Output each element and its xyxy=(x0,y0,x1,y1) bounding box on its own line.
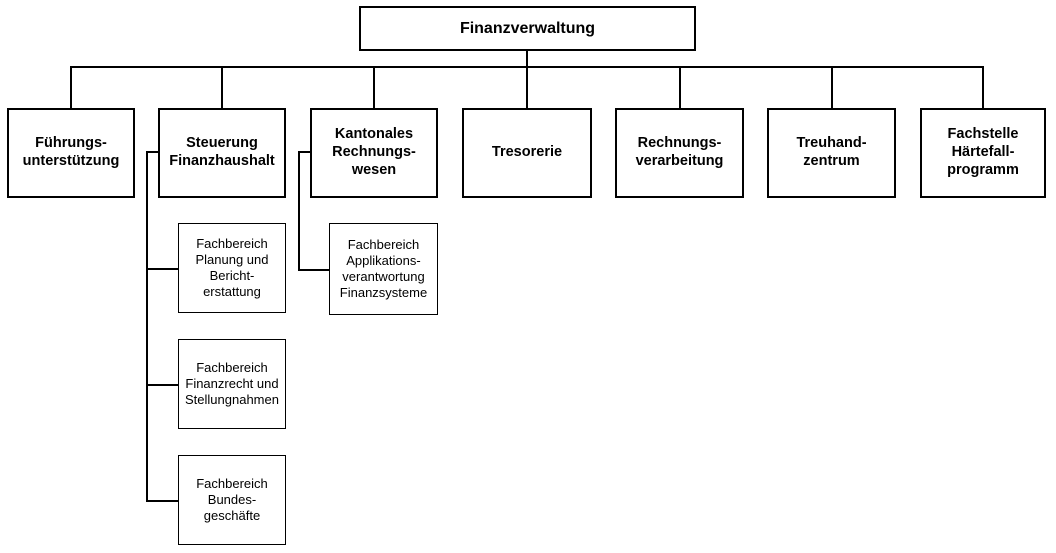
node-label: Führungs- unterstützung xyxy=(22,135,120,169)
node-treuhandzentrum[interactable]: Treuhand- zentrum xyxy=(767,108,896,198)
connector-kantonales-trunk xyxy=(298,151,300,270)
connector-drop-tresorerie xyxy=(526,66,528,109)
node-fb-planung-berichterstattung[interactable]: Fachbereich Planung und Bericht- erstatt… xyxy=(178,223,286,313)
node-rechnungsverarbeitung[interactable]: Rechnungs- verarbeitung xyxy=(615,108,744,198)
node-label: Treuhand- zentrum xyxy=(796,135,867,169)
node-kantonales-rechnungswesen[interactable]: Kantonales Rechnungs- wesen xyxy=(310,108,438,198)
connector-kantonales-to-fb-applikations xyxy=(298,269,330,271)
node-label: Fachbereich Applikations- verantwortung … xyxy=(339,237,428,300)
node-fachstelle-haertefallprogramm[interactable]: Fachstelle Härtefall- programm xyxy=(920,108,1046,198)
connector-root-stem xyxy=(526,51,528,67)
connector-kantonales-stub xyxy=(298,151,311,153)
node-label: Fachbereich Bundes- geschäfte xyxy=(196,476,268,523)
connector-drop-fuehrungsunterstuetzung xyxy=(70,66,72,109)
connector-steuerung-stub xyxy=(146,151,160,153)
connector-steuerung-to-fb-finanzrecht xyxy=(146,384,179,386)
node-fb-finanzrecht-stellungnahmen[interactable]: Fachbereich Finanzrecht und Stellungnahm… xyxy=(178,339,286,429)
connector-drop-steuerung-finanzhaushalt xyxy=(221,66,223,109)
node-fb-bundesgeschaefte[interactable]: Fachbereich Bundes- geschäfte xyxy=(178,455,286,545)
node-tresorerie[interactable]: Tresorerie xyxy=(462,108,592,198)
connector-steuerung-to-fb-bundesgeschaefte xyxy=(146,500,179,502)
node-label: Steuerung Finanzhaushalt xyxy=(169,135,275,169)
node-label: Fachstelle Härtefall- programm xyxy=(947,126,1019,178)
node-label: Finanzverwaltung xyxy=(459,19,596,37)
node-label: Rechnungs- verarbeitung xyxy=(635,135,724,169)
node-fb-applikationsverantwortung-finanzsysteme[interactable]: Fachbereich Applikations- verantwortung … xyxy=(329,223,438,315)
node-label: Fachbereich Planung und Bericht- erstatt… xyxy=(195,236,269,299)
node-steuerung-finanzhaushalt[interactable]: Steuerung Finanzhaushalt xyxy=(158,108,286,198)
connector-drop-treuhandzentrum xyxy=(831,66,833,109)
node-label: Fachbereich Finanzrecht und Stellungnahm… xyxy=(185,360,279,407)
connector-drop-rechnungsverarbeitung xyxy=(679,66,681,109)
connector-steuerung-trunk xyxy=(146,151,148,501)
node-fuehrungsunterstuetzung[interactable]: Führungs- unterstützung xyxy=(7,108,135,198)
connector-steuerung-to-fb-planung xyxy=(146,268,179,270)
connector-drop-kantonales-rechnungswesen xyxy=(373,66,375,109)
node-label: Tresorerie xyxy=(491,144,563,161)
connector-drop-fachstelle-haertefallprogramm xyxy=(982,66,984,109)
node-finanzverwaltung[interactable]: Finanzverwaltung xyxy=(359,6,696,51)
node-label: Kantonales Rechnungs- wesen xyxy=(332,126,416,178)
